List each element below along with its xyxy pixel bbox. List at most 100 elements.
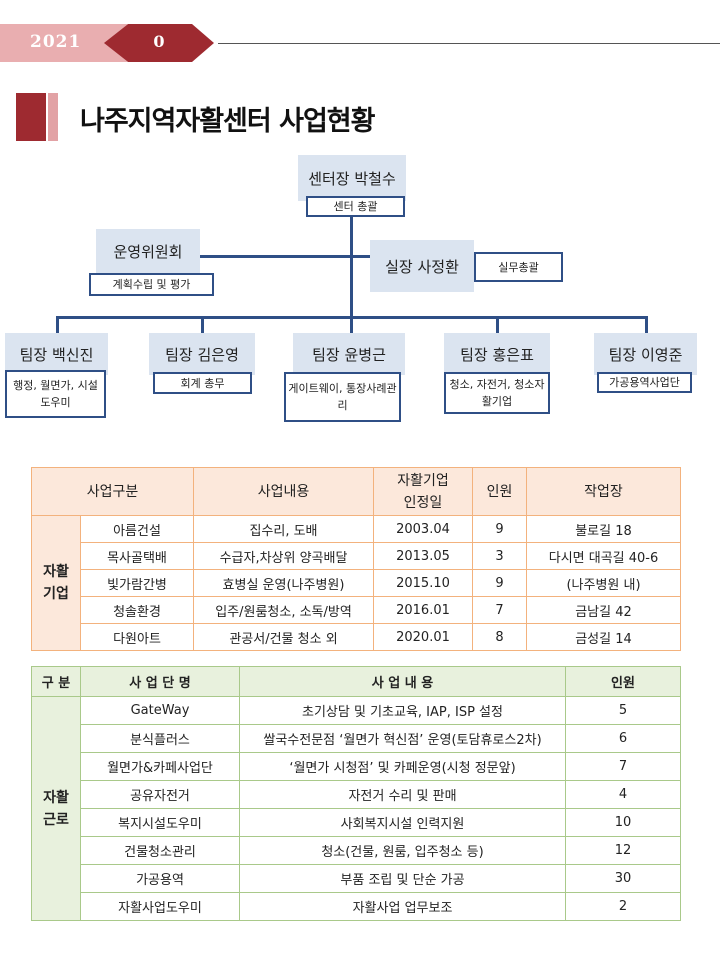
cell-name: 공유자전거 — [80, 780, 240, 809]
org-team-5-role: 가공용역사업단 — [597, 372, 692, 393]
cell-content: 부품 조립 및 단순 가공 — [239, 864, 566, 893]
cell-date: 2020.01 — [373, 623, 473, 651]
group-label: 자활 근로 — [31, 696, 81, 921]
connector-manager — [352, 255, 372, 258]
cell-name: 분식플러스 — [80, 724, 240, 753]
table-row: 목사골택배 수급자,차상위 양곡배달 2013.05 3 다시면 대곡길 40-… — [32, 542, 681, 570]
org-team-1-role: 행정, 월면가, 시설도우미 — [5, 370, 106, 418]
org-team-4-box: 팀장 홍은표 — [444, 333, 550, 375]
connector-team-5 — [645, 316, 648, 334]
cell-name: 빛가람간병 — [80, 569, 194, 597]
page-number-arrow — [104, 24, 214, 62]
cell-count: 12 — [565, 836, 681, 865]
cell-content: 집수리, 도배 — [193, 515, 374, 543]
title-accent-bar — [16, 93, 46, 141]
cell-count: 10 — [565, 808, 681, 837]
org-manager-role: 실무총괄 — [474, 252, 563, 282]
table-row: 자활 근로 GateWay 초기상담 및 기초교육, IAP, ISP 설정 5 — [31, 696, 681, 921]
cell-count: 5 — [565, 696, 681, 725]
year-label: 2021 — [30, 32, 82, 52]
cell-name: 월면가&카페사업단 — [80, 752, 240, 781]
cell-content: 사회복지시설 인력지원 — [239, 808, 566, 837]
cell-content: 쌀국수전문점 ‘월면가 혁신점’ 운영(토담휴로스2차) — [239, 724, 566, 753]
table-header-row: 구 분 사 업 단 명 사 업 내 용 인원 — [31, 666, 681, 697]
table-row: 가공용역 부품 조립 및 단순 가공 30 — [32, 864, 681, 893]
cell-date: 2013.05 — [373, 542, 473, 570]
header-headcount: 인원 — [565, 666, 681, 697]
org-manager-box: 실장 사정환 — [370, 240, 474, 292]
cell-name: 자활사업도우미 — [80, 892, 240, 921]
org-team-3-role: 게이트웨이, 통장사례관리 — [284, 372, 401, 422]
cell-name: GateWay — [80, 696, 240, 725]
org-team-1-box: 팀장 백신진 — [5, 333, 108, 375]
cell-site: 금성길 14 — [526, 623, 681, 651]
cell-date: 2003.04 — [373, 515, 473, 543]
org-team-5-box: 팀장 이영준 — [594, 333, 697, 375]
cell-count: 7 — [565, 752, 681, 781]
cell-count: 4 — [565, 780, 681, 809]
cell-name: 건물청소관리 — [80, 836, 240, 865]
cell-date: 2016.01 — [373, 596, 473, 624]
table-row: 청솔환경 입주/원룸청소, 소독/방역 2016.01 7 금남길 42 — [32, 596, 681, 624]
table-row: 빛가람간병 효병실 운영(나주병원) 2015.10 9 (나주병원 내) — [32, 569, 681, 597]
org-committee-box: 운영위원회 — [96, 229, 200, 273]
cell-count: 9 — [472, 569, 527, 597]
cell-count: 7 — [472, 596, 527, 624]
cell-site: (나주병원 내) — [526, 569, 681, 597]
cell-content: 청소(건물, 원룸, 입주청소 등) — [239, 836, 566, 865]
table-row: 분식플러스 쌀국수전문점 ‘월면가 혁신점’ 운영(토담휴로스2차) 6 — [32, 724, 681, 753]
cell-name: 복지시설도우미 — [80, 808, 240, 837]
table-row: 공유자전거 자전거 수리 및 판매 4 — [32, 780, 681, 809]
org-team-2-box: 팀장 김은영 — [149, 333, 255, 375]
table-row: 건물청소관리 청소(건물, 원룸, 입주청소 등) 12 — [32, 836, 681, 865]
cell-name: 다원아트 — [80, 623, 194, 651]
table-row: 복지시설도우미 사회복지시설 인력지원 10 — [32, 808, 681, 837]
cell-name: 목사골택배 — [80, 542, 194, 570]
cell-content: ‘월면가 시청점’ 및 카페운영(시청 정문앞) — [239, 752, 566, 781]
title-accent-bar-light — [48, 93, 58, 141]
cell-name: 아름건설 — [80, 515, 194, 543]
table-row: 월면가&카페사업단 ‘월면가 시청점’ 및 카페운영(시청 정문앞) 7 — [32, 752, 681, 781]
cell-content: 자전거 수리 및 판매 — [239, 780, 566, 809]
cell-content: 효병실 운영(나주병원) — [193, 569, 374, 597]
header-certification-date: 자활기업 인정일 — [373, 467, 473, 516]
connector-vertical-main — [350, 215, 353, 318]
group-label: 자활 기업 — [31, 515, 81, 651]
header-headcount: 인원 — [472, 467, 527, 516]
header-category: 구 분 — [31, 666, 81, 697]
cell-count: 8 — [472, 623, 527, 651]
cell-date: 2015.10 — [373, 569, 473, 597]
table-row: 다원아트 관공서/건물 청소 외 2020.01 8 금성길 14 — [32, 623, 681, 651]
cell-count: 2 — [565, 892, 681, 921]
table-row: 자활사업도우미 자활사업 업무보조 2 — [32, 892, 681, 921]
cell-count: 6 — [565, 724, 681, 753]
connector-team-2 — [201, 316, 204, 334]
connector-committee — [200, 255, 351, 258]
self-sufficiency-work-table: 구 분 사 업 단 명 사 업 내 용 인원 자활 근로 GateWay 초기상… — [31, 666, 681, 921]
org-team-4-role: 청소, 자전거, 청소자활기업 — [444, 372, 550, 414]
cell-content: 입주/원룸청소, 소독/방역 — [193, 596, 374, 624]
cell-content: 관공서/건물 청소 외 — [193, 623, 374, 651]
header-project-name: 사 업 단 명 — [80, 666, 240, 697]
cell-content: 초기상담 및 기초교육, IAP, ISP 설정 — [239, 696, 566, 725]
connector-team-4 — [496, 316, 499, 334]
header-business-category: 사업구분 — [31, 467, 194, 516]
org-director-role: 센터 총괄 — [306, 196, 405, 217]
cell-site: 다시면 대곡길 40-6 — [526, 542, 681, 570]
org-team-2-role: 회계 총무 — [153, 372, 252, 394]
cell-count: 3 — [472, 542, 527, 570]
cell-content: 자활사업 업무보조 — [239, 892, 566, 921]
connector-team-1 — [56, 316, 59, 334]
cell-count: 30 — [565, 864, 681, 893]
header-business-content: 사업내용 — [193, 467, 374, 516]
header-workplace: 작업장 — [526, 467, 681, 516]
self-sufficiency-enterprise-table: 사업구분 사업내용 자활기업 인정일 인원 작업장 자활 기업 아름건설 집수리… — [31, 467, 681, 651]
page-title: 나주지역자활센터 사업현황 — [80, 106, 375, 137]
org-director-box: 센터장 박철수 — [298, 155, 406, 201]
table-row: 자활 기업 아름건설 집수리, 도배 2003.04 9 불로길 18 — [31, 515, 681, 651]
org-committee-role: 계획수립 및 평가 — [89, 273, 214, 296]
org-team-3-box: 팀장 윤병근 — [293, 333, 405, 375]
table-header-row: 사업구분 사업내용 자활기업 인정일 인원 작업장 — [31, 467, 681, 516]
header-project-content: 사 업 내 용 — [239, 666, 566, 697]
cell-site: 불로길 18 — [526, 515, 681, 543]
